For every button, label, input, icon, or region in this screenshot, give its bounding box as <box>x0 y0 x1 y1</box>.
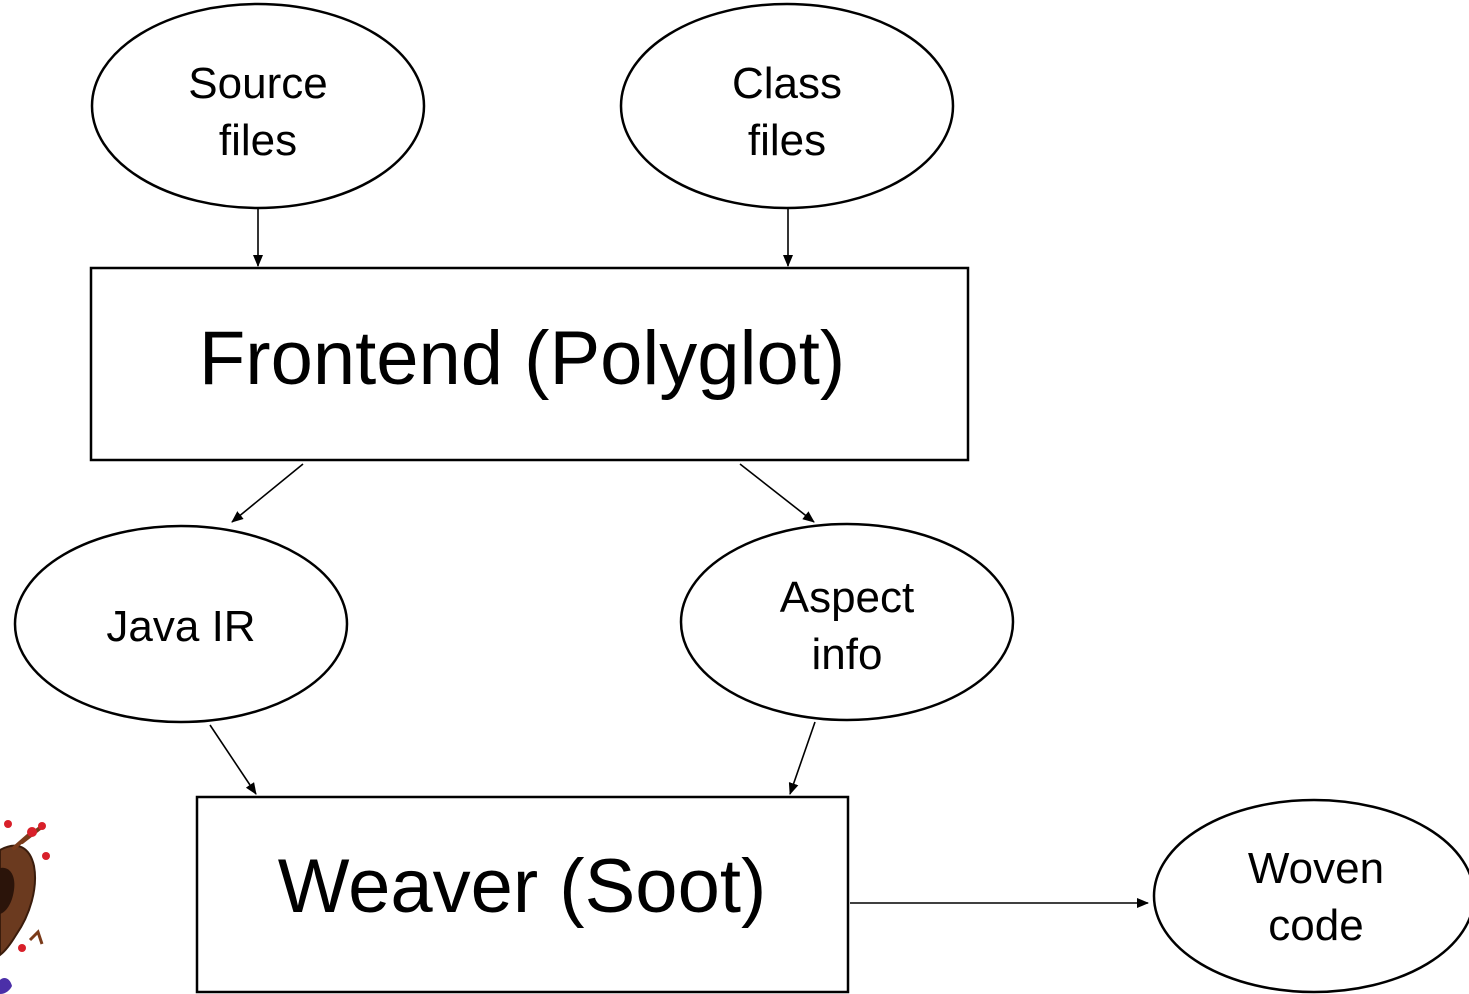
source-files-label-line1: Source <box>188 59 327 108</box>
aspect-info-ellipse <box>679 522 1015 722</box>
node-java-ir: Java IR <box>13 524 349 724</box>
edge-javair-to-weaver <box>209 724 257 795</box>
source-files-ellipse <box>90 2 426 210</box>
decorative-clipart-icon <box>0 820 50 994</box>
java-ir-label: Java IR <box>106 602 255 651</box>
aspect-info-label-line2: info <box>812 630 883 679</box>
source-files-label-line2: files <box>219 116 297 165</box>
edge-frontend-to-aspectinfo <box>739 463 815 523</box>
edges <box>209 208 1149 908</box>
edge-aspectinfo-to-weaver <box>788 721 816 795</box>
edge-frontend-to-javair <box>231 463 304 523</box>
node-woven-code: Woven code <box>1152 798 1469 994</box>
node-aspect-info: Aspect info <box>679 522 1015 722</box>
aspect-info-label-line1: Aspect <box>780 573 915 622</box>
class-files-label-line2: files <box>748 116 826 165</box>
weaver-label: Weaver (Soot) <box>278 844 767 929</box>
node-source-files: Source files <box>90 2 426 210</box>
node-class-files: Class files <box>619 2 955 210</box>
woven-code-label-line1: Woven <box>1248 844 1384 893</box>
class-files-label-line1: Class <box>732 59 842 108</box>
java-ir-ellipse <box>13 524 349 724</box>
frontend-label: Frontend (Polyglot) <box>199 316 845 401</box>
node-weaver: Weaver (Soot) <box>195 795 850 994</box>
frontend-box <box>89 266 970 462</box>
node-frontend: Frontend (Polyglot) <box>89 266 970 462</box>
weaver-box <box>195 795 850 994</box>
class-files-ellipse <box>619 2 955 210</box>
woven-code-ellipse <box>1152 798 1469 994</box>
woven-code-label-line2: code <box>1268 901 1363 950</box>
